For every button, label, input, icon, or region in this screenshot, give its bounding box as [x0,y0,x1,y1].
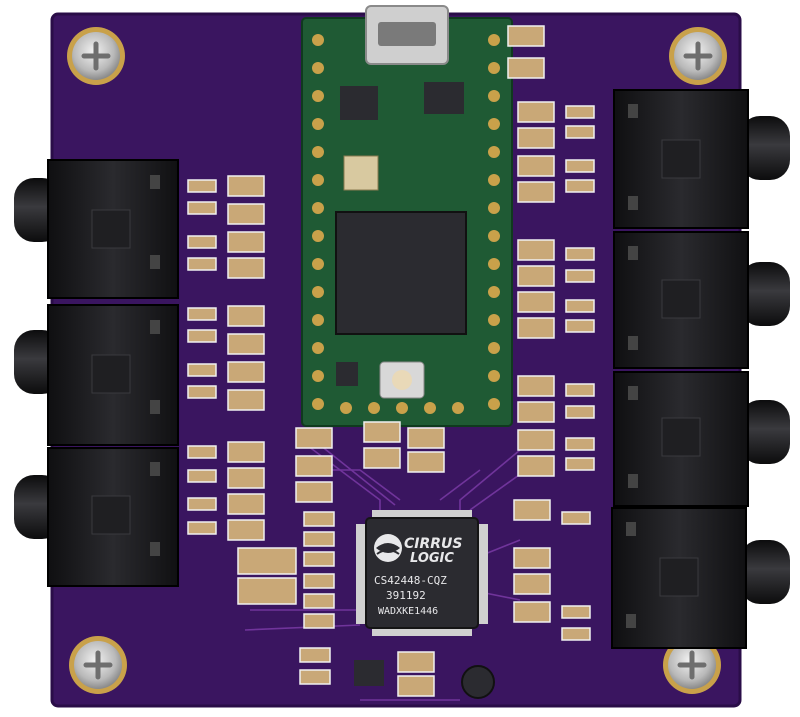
codec-date-code: WADXKE1446 [378,606,438,617]
codec-part-number: CS42448-CQZ [374,574,447,587]
audio-jack-icon [14,159,179,299]
audio-jack-icon [611,507,790,649]
codec-chip: CIRRUS LOGIC CS42448-CQZ 391192 WADXKE14… [356,510,488,636]
codec-brand-line2: LOGIC [410,551,454,566]
audio-jack-icon [613,231,790,369]
smd-components [187,25,595,697]
led [461,665,495,699]
cirrus-logo-icon [374,534,402,562]
phillips-screw-icon [663,636,721,694]
mcu-chip [335,211,467,335]
audio-jack-icon [613,89,790,229]
teensy-module [301,5,513,427]
transistor [354,660,384,686]
audio-jack-icon [14,447,179,587]
phillips-screw-icon [67,27,125,85]
audio-jack-icon [613,371,790,507]
phillips-screw-icon [669,27,727,85]
codec-lot-code: 391192 [386,589,426,602]
phillips-screw-icon [69,636,127,694]
codec-brand-line1: CIRRUS [404,536,463,552]
audio-jack-icon [14,304,179,446]
teensy-pins [312,34,500,414]
